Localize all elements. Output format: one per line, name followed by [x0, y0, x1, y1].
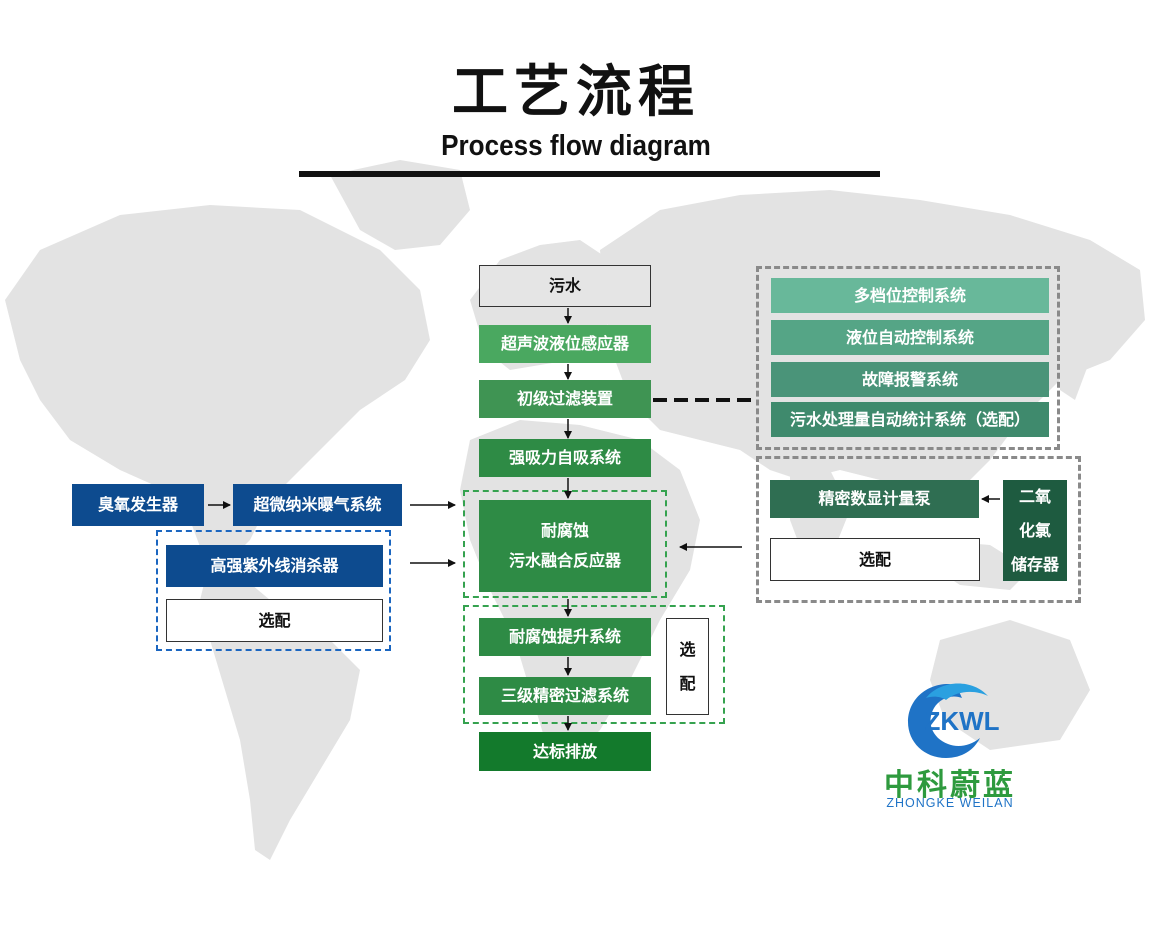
control-systems-frame: [756, 266, 1060, 450]
self-priming-system-box: 强吸力自吸系统: [479, 439, 651, 477]
dosing-group-frame: [756, 456, 1081, 603]
page-subtitle: Process flow diagram: [441, 130, 711, 162]
fault-alarm-box: 故障报警系统: [771, 362, 1049, 397]
metering-pump-box: 精密数显计量泵: [770, 480, 979, 518]
primary-filter-box: 初级过滤装置: [479, 380, 651, 418]
treatment-stats-box: 污水处理量自动统计系统（选配）: [771, 402, 1049, 437]
triple-filter-box: 三级精密过滤系统: [479, 677, 651, 715]
ultrasonic-level-sensor-box: 超声波液位感应器: [479, 325, 651, 363]
reactor-label-line2: 污水融合反应器: [508, 551, 621, 570]
brand-name: 中科蔚蓝: [884, 768, 1016, 803]
reactor-label-line1: 耐腐蚀: [540, 521, 589, 540]
zkwl-logo-icon: ZKWL: [908, 683, 1000, 758]
level-auto-control-box: 液位自动控制系统: [771, 320, 1049, 355]
brand-name-english: ZHONGKE WEILAN: [886, 796, 1014, 810]
multi-gear-control-box: 多档位控制系统: [771, 278, 1049, 313]
uv-sterilizer-box: 高强紫外线消杀器: [166, 545, 383, 587]
storage-label-line1: 二氧: [1018, 486, 1051, 506]
storage-label-line2: 化氯: [1018, 520, 1051, 540]
uv-group-frame: [156, 530, 391, 651]
sewage-box: 污水: [479, 265, 651, 307]
page-title: 工艺流程: [452, 60, 700, 125]
lift-system-box: 耐腐蚀提升系统: [479, 618, 651, 656]
discharge-box: 达标排放: [479, 732, 651, 771]
title-underline: [299, 171, 880, 177]
ozone-generator-box: 臭氧发生器: [72, 484, 204, 526]
storage-label-line3: 储存器: [1010, 554, 1059, 574]
optional-vertical-box: 选 配: [666, 618, 709, 715]
dosing-optional-box: 选配: [770, 538, 980, 581]
aeration-system-box: 超微纳米曝气系统: [233, 484, 402, 526]
optional-vertical-char-2: 配: [679, 673, 696, 693]
optional-lift-filter-frame: [463, 605, 725, 724]
reactor-box: 耐腐蚀 污水融合反应器: [479, 500, 651, 592]
uv-optional-box: 选配: [166, 599, 383, 642]
logo-mark-text: ZKWL: [924, 706, 999, 736]
chlorine-dioxide-storage-box: 二氧 化氯 储存器: [1003, 480, 1067, 581]
optional-vertical-char-1: 选: [679, 639, 696, 659]
